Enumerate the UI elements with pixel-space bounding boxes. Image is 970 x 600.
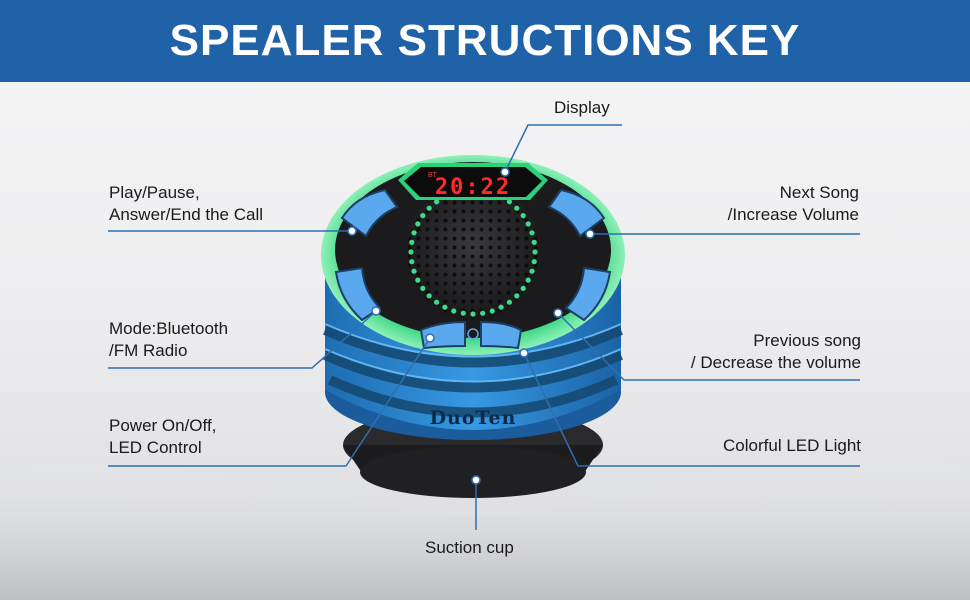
led-dot [408,249,414,255]
led-dot [531,259,537,265]
led-dot [470,311,476,317]
callout-led-light: Colorful LED Light [723,435,861,457]
led-dot [411,268,417,274]
callout-previous-song: Previous song / Decrease the volume [691,330,861,374]
title-banner: SPEALER STRUCTIONS KEY [0,0,970,82]
led-dot [480,310,486,316]
callout-suction-cup-text: Suction cup [425,538,514,557]
led-dot [506,199,512,205]
callout-mode-line1: Mode:Bluetooth [109,319,229,338]
led-dot [451,308,457,314]
display-panel: BT 20:22 [398,163,548,200]
callout-display-text: Display [554,98,610,117]
callout-next-song-line1: Next Song [779,183,859,202]
callout-lines [108,124,860,530]
led-dot [529,268,535,274]
display-time: 20:22 [435,175,511,200]
button-power [419,320,523,350]
callout-suction-cup: Suction cup [425,537,514,559]
led-dot [520,285,526,291]
callout-play-pause: Play/Pause, Answer/End the Call [109,182,263,226]
led-dot [409,259,415,265]
callout-power: Power On/Off, LED Control [109,415,216,459]
callout-mode-line2: /FM Radio [109,341,188,360]
led-dot [460,310,466,316]
led-dot [532,249,538,255]
led-dot [415,221,421,227]
display-indicator: BT [428,172,438,179]
callout-mode: Mode:Bluetooth /FM Radio [109,318,228,362]
led-dot [529,230,535,236]
floor-shadow [0,450,970,600]
led-dot [506,299,512,305]
brand-logo: DuoTen [430,407,517,429]
callout-previous-song-line2: / Decrease the volume [690,353,861,372]
callout-power-line2: LED Control [109,438,202,457]
led-dot [415,277,421,283]
callout-previous-song-line1: Previous song [753,331,861,350]
led-dot [442,304,448,310]
led-dot [514,205,520,211]
callout-next-song: Next Song /Increase Volume [728,182,859,226]
led-dot [409,239,415,245]
led-dot [531,239,537,245]
callout-play-pause-line1: Play/Pause, [109,183,200,202]
callout-display: Display [554,97,610,119]
callout-next-song-line2: /Increase Volume [727,205,859,224]
callout-dots [347,167,595,485]
led-dot [426,205,432,211]
led-dot [420,285,426,291]
led-dot [411,230,417,236]
button-next-song [547,188,606,238]
button-mode [334,266,382,322]
callout-led-light-text: Colorful LED Light [723,436,861,455]
grille [405,184,541,320]
button-previous-song [564,266,612,322]
led-dot [434,199,440,205]
led-dot [489,308,495,314]
callout-play-pause-line2: Answer/End the Call [109,205,264,224]
led-dot [520,213,526,219]
led-dot [498,304,504,310]
led-dot [426,293,432,299]
button-play-pause [340,188,399,238]
led-dot [420,213,426,219]
led-dot [525,277,531,283]
callout-power-line1: Power On/Off, [109,416,217,435]
led-dot [514,293,520,299]
page-title: SPEALER STRUCTIONS KEY [169,16,801,65]
led-dot [525,221,531,227]
led-dot [434,299,440,305]
